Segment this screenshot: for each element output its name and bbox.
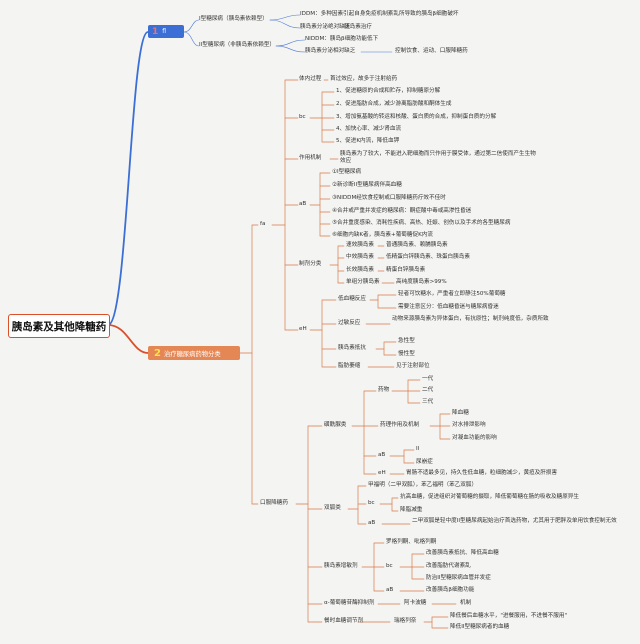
connector-root-b2 — [107, 324, 149, 354]
ab-item-5[interactable]: ⑤合并重度感染、消耗性疾病、高热、妊娠、创伤以及手术的各型糖尿病 — [332, 220, 511, 226]
ydszml-bc-2[interactable]: 改善脂肪代谢紊乱 — [426, 563, 471, 569]
gmfy-node[interactable]: 过敏反应 — [338, 320, 361, 326]
kf-node[interactable]: 口服降糖药 — [260, 500, 288, 506]
bc-node[interactable]: bc — [299, 114, 306, 120]
hxnl-ab-2[interactable]: 尿崩症 — [416, 459, 433, 465]
sgl-ab-node[interactable]: aB — [368, 520, 376, 526]
chtjj-sub[interactable]: 瑞格列奈 — [394, 618, 417, 624]
hxnl-ab-node[interactable]: aB — [378, 452, 386, 458]
dxt-node[interactable]: 低血糖反应 — [338, 296, 366, 302]
bc-item-3[interactable]: 3、增加氨基酸的转运和核酸、蛋白质的合成，抑制蛋白质的分解 — [336, 114, 497, 120]
ab-item-4[interactable]: ④合并或严重并发症的糖尿病：酮症酸中毒或高渗性昏迷 — [332, 208, 472, 214]
bc-item-2[interactable]: 2、促进脂肪合成，减少游离脂肪酸和酮体生成 — [336, 101, 452, 107]
type1-item-3[interactable]: 胰岛素治疗 — [344, 24, 372, 30]
bc-item-1[interactable]: 1、促进糖原的合成和贮存，抑制糖原分解 — [336, 88, 441, 94]
hxnl-zyjz-3[interactable]: 对凝血功能的影响 — [452, 435, 497, 441]
zjfl-val-3[interactable]: 精蛋白锌胰岛素 — [386, 267, 426, 273]
bc-item-5[interactable]: 5、促进K内流，降低血钾 — [336, 138, 400, 144]
ydszml-node[interactable]: 胰岛素增敏剂 — [324, 563, 358, 569]
tnjg-text[interactable]: 首过效应，故多于注射给药 — [330, 76, 398, 82]
yds-item-1[interactable]: 急性型 — [398, 338, 415, 344]
chtjj-node[interactable]: 餐时血糖调节剂 — [324, 618, 364, 624]
root-topic[interactable]: 胰岛素及其他降糖药 — [8, 314, 110, 338]
branch-2-label: 治疗糖尿病药物分类 — [163, 350, 221, 358]
zfyy-node[interactable]: 脂肪萎缩 — [338, 363, 361, 369]
hxnl-ab-1[interactable]: II — [416, 446, 420, 452]
type2-item-3[interactable]: 控制饮食、运动、口服降糖药 — [395, 48, 468, 54]
sgl-drug[interactable]: 甲福明（二甲双胍），苯乙福明（苯乙双胍） — [368, 482, 478, 488]
pttg-sub[interactable]: 阿卡波糖 — [404, 600, 427, 606]
pttg-v[interactable]: 机制 — [460, 600, 472, 606]
hxnl-eh-text[interactable]: 胃肠不适最多见，持久性低血糖，粒细胞减少，黄疸及肝损害 — [406, 470, 558, 476]
zjfl-key-2[interactable]: 中效胰岛素 — [346, 254, 374, 260]
chtjj-item-2[interactable]: 降低II型糖尿病者的血糖 — [450, 624, 510, 630]
ab-item-3[interactable]: ③NIDDM经饮食控制或口服降糖药疗效不佳时 — [332, 195, 446, 201]
branch-2-node[interactable]: 2 治疗糖尿病药物分类 — [148, 346, 240, 360]
dxt-item-2[interactable]: 需要注意区分：低血糖昏迷与糖尿病昏迷 — [398, 304, 499, 310]
hxnl-eh-node[interactable]: eH — [378, 470, 386, 476]
hxnl-yw-1[interactable]: 一代 — [422, 376, 434, 382]
branch-2-number: 2 — [154, 347, 161, 359]
type1-node[interactable]: I型糖尿病（胰岛素依赖型） — [199, 16, 268, 22]
zfyy-text[interactable]: 见于注射部位 — [396, 363, 430, 369]
sgl-ab-text[interactable]: 二甲双胍是轻中度II型糖尿病起始治疗首选药物，尤其用于肥胖及单用饮食控制无效 — [412, 518, 617, 524]
ab-item-2[interactable]: ②新诊断II型糖尿病伴高血糖 — [332, 182, 402, 188]
branch-1-node[interactable]: 1 fl — [148, 25, 184, 38]
hxnl-zyjz-1[interactable]: 降血糖 — [452, 410, 469, 416]
ydszml-ab-node[interactable]: aB — [386, 587, 394, 593]
ydszml-bc-4[interactable]: 改善胰岛β细胞功能 — [426, 587, 475, 593]
type1-item-2[interactable]: 胰岛素分泌绝对缺乏 — [300, 24, 351, 30]
dxt-item-1[interactable]: 轻者可饮糖水，严重者立即静注50%葡萄糖 — [398, 291, 506, 297]
connector-root-b1 — [107, 31, 149, 326]
zjfl-val-1[interactable]: 普通胰岛素、赖脯胰岛素 — [386, 242, 448, 248]
ydszml-bc-1[interactable]: 改善胰岛素抵抗、降低高血糖 — [426, 550, 499, 556]
hxnl-node[interactable]: 磺酰脲类 — [324, 422, 347, 428]
hxnl-yw-3[interactable]: 三代 — [422, 399, 434, 405]
eh-node[interactable]: eH — [299, 326, 307, 332]
hxnl-zyjz-node[interactable]: 药理作用及机制 — [380, 422, 420, 428]
chtjj-item-1[interactable]: 降低餐后血糖水平，"进餐服用，不进餐不服用" — [450, 613, 568, 619]
zjfl-key-3[interactable]: 长效胰岛素 — [346, 267, 374, 273]
gmfy-text[interactable]: 动物来源胰岛素为异体蛋白，有抗原性；制剂纯度低，杂质所致 — [392, 316, 549, 322]
ab-node[interactable]: aB — [299, 201, 307, 207]
bc-item-4[interactable]: 4、加快心率、减少肾血流 — [336, 126, 402, 132]
branch-1-label: fl — [162, 28, 167, 35]
type2-node[interactable]: II型糖尿病（非胰岛素依赖型） — [199, 42, 276, 48]
hxnl-yw-node[interactable]: 药物 — [378, 387, 390, 393]
sgl-bc-node[interactable]: bc — [368, 500, 375, 506]
yds-node[interactable]: 胰岛素抵抗 — [338, 345, 366, 351]
zjfl-val-2[interactable]: 低精蛋白锌胰岛素、珠蛋白胰岛素 — [386, 254, 470, 260]
hxnl-yw-2[interactable]: 二代 — [422, 387, 434, 393]
zjfl-node[interactable]: 制剂分类 — [299, 261, 322, 267]
pttg-node[interactable]: α-葡萄糖苷酶抑制剂 — [324, 600, 375, 606]
ab-item-6[interactable]: ⑥细胞内缺K者，胰岛素+葡萄糖促K内流 — [332, 232, 433, 238]
ydszml-bc-node[interactable]: bc — [386, 563, 393, 569]
sgl-bc-1[interactable]: 抗高血糖，促进组织对葡萄糖的摄取，降低葡萄糖在肠的吸收及糖原异生 — [400, 494, 580, 500]
ydszml-drugs[interactable]: 罗格列酮、吡格列酮 — [386, 539, 437, 545]
tnjg-node[interactable]: 体内过程 — [299, 76, 322, 82]
type2-item-2[interactable]: 胰岛素分泌相对缺乏 — [305, 48, 356, 54]
sgl-node[interactable]: 双胍类 — [324, 505, 341, 511]
sgl-bc-2[interactable]: 降脂减重 — [400, 507, 423, 513]
branch-1-number: 1 — [152, 26, 159, 37]
zyjz-node[interactable]: 作用机制 — [299, 155, 322, 161]
zyjz-text[interactable]: 胰岛素为了较大，不能进入靶细胞而只作用于膜受体，通过第二信使而产生生物效应 — [340, 151, 536, 164]
zjfl-key-4[interactable]: 单组分胰岛素 — [346, 279, 380, 285]
ydszml-bc-3[interactable]: 防治II型糖尿病血管并发症 — [426, 575, 491, 581]
zjfl-key-1[interactable]: 速效胰岛素 — [346, 242, 374, 248]
ab-item-1[interactable]: ①I型糖尿病 — [332, 169, 362, 175]
yds-item-2[interactable]: 慢性型 — [398, 351, 415, 357]
zjfl-val-4[interactable]: 高纯度胰岛素>99% — [396, 279, 447, 285]
fa-node[interactable]: fa — [260, 221, 266, 227]
type2-item-1[interactable]: NIDDM：胰岛β细胞功能低下 — [305, 36, 379, 42]
hxnl-zyjz-2[interactable]: 对水排泄影响 — [452, 422, 486, 428]
type1-item-1[interactable]: IDDM：多种因素引起自身免疫机制紊乱所导致的胰岛β细胞破坏 — [300, 11, 459, 17]
